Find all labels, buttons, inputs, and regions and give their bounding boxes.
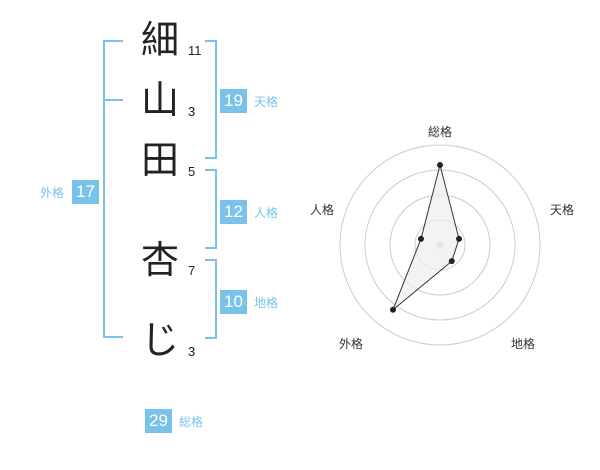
stroke-count-1: 11 (188, 43, 202, 58)
tenkaku-label: 天格 (254, 95, 279, 109)
radar-axis-label-tenkaku: 天格 (550, 203, 575, 217)
radar-data-point-2 (456, 235, 463, 242)
radar-data-point-1 (437, 162, 443, 168)
gaikaku-value: 17 (72, 180, 99, 204)
radar-data-point-4 (389, 306, 396, 313)
radar-data-point-5 (417, 235, 424, 242)
name-char-1: 細 (140, 18, 179, 62)
radar-axis-label-gaikaku: 外格 (339, 337, 364, 351)
chikaku-value: 10 (220, 290, 247, 314)
radar-chart (339, 144, 541, 346)
stroke-count-2: 3 (188, 104, 196, 119)
radar-axis-label-jinkaku: 人格 (310, 203, 335, 217)
radar-axis-label-chikaku: 地格 (511, 337, 536, 351)
gaikaku-bracket (103, 40, 123, 338)
stroke-count-5: 3 (188, 344, 196, 359)
radar-axis-label-soukaku: 総格 (428, 125, 453, 139)
name-char-4: 杏 (140, 238, 179, 282)
name-char-3: 田 (140, 138, 179, 182)
jinkaku-label: 人格 (254, 206, 279, 220)
chikaku-bracket (205, 259, 217, 339)
radar-data-polygon (392, 164, 460, 311)
chikaku-label: 地格 (254, 296, 279, 310)
stroke-count-4: 7 (188, 263, 196, 278)
radar-data-point-3 (448, 258, 455, 265)
jinkaku-value: 12 (220, 200, 247, 224)
name-char-2: 山 (140, 78, 179, 122)
name-char-5: じ (140, 318, 179, 362)
stroke-count-3: 5 (188, 164, 196, 179)
tenkaku-bracket (205, 40, 217, 159)
radar-grid-ring-4 (339, 144, 541, 346)
tenkaku-value: 19 (220, 89, 247, 113)
gaikaku-bracket-tick (103, 99, 123, 101)
soukaku-label: 総格 (179, 415, 204, 429)
jinkaku-bracket (205, 169, 217, 249)
soukaku-value: 29 (145, 409, 172, 433)
gaikaku-label: 外格 (40, 186, 65, 200)
